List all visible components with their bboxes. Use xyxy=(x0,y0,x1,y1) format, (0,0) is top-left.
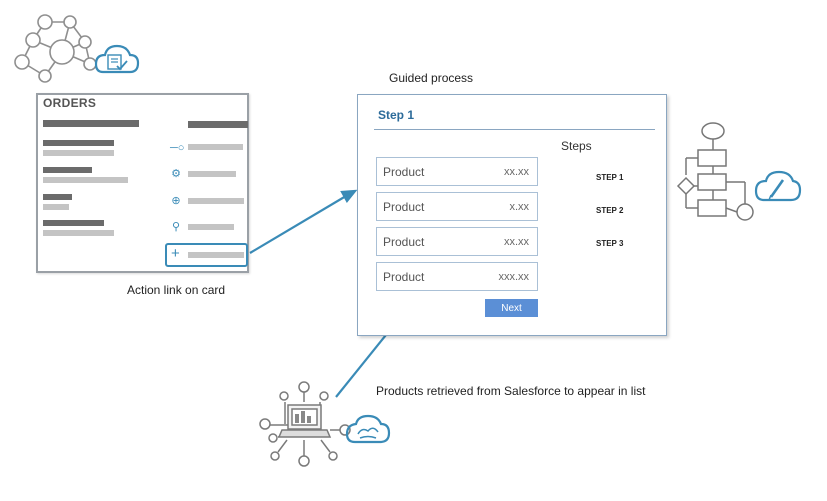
placeholder-bar xyxy=(43,120,139,127)
action-link-bar[interactable] xyxy=(188,252,244,258)
cloud-brain-icon xyxy=(345,414,391,444)
placeholder-bar xyxy=(43,167,92,173)
product-price: xx.xx xyxy=(503,166,529,178)
placeholder-bar xyxy=(43,220,104,226)
action-link-bar[interactable] xyxy=(188,224,234,230)
placeholder-bar xyxy=(188,121,248,128)
step-3-label[interactable]: STEP 3 xyxy=(596,239,624,248)
placeholder-bar xyxy=(43,194,72,200)
product-price: x.xx xyxy=(509,201,529,213)
gear-icon[interactable]: ⚙ xyxy=(171,168,181,180)
flowchart-icon xyxy=(676,122,754,221)
guided-process-title: Guided process xyxy=(389,71,474,85)
key-icon[interactable]: ─○ xyxy=(170,142,185,154)
step-1-label[interactable]: STEP 1 xyxy=(596,173,624,182)
step-2-label[interactable]: STEP 2 xyxy=(596,206,624,215)
step-heading: Step 1 xyxy=(378,108,415,122)
orders-caption: Action link on card xyxy=(127,283,226,297)
steps-label: Steps xyxy=(561,139,592,153)
plus-icon[interactable]: + xyxy=(171,245,180,262)
product-label: Product xyxy=(383,200,425,214)
orders-title: ORDERS xyxy=(43,96,97,110)
placeholder-bar xyxy=(43,140,114,146)
placeholder-bar xyxy=(43,230,114,236)
product-row[interactable]: Product xx.xx xyxy=(376,157,538,186)
cloud-pencil-icon xyxy=(754,170,802,202)
step-heading-divider xyxy=(374,129,655,130)
product-label: Product xyxy=(383,235,425,249)
product-row[interactable]: Product xxx.xx xyxy=(376,262,538,291)
product-label: Product xyxy=(383,270,425,284)
cloud-checklist-icon xyxy=(94,44,140,74)
arrow-card-to-guided-process xyxy=(249,189,358,254)
product-price: xxx.xx xyxy=(498,271,529,283)
placeholder-bar xyxy=(43,177,128,183)
search-icon[interactable]: ⚲ xyxy=(171,221,181,233)
product-price: xx.xx xyxy=(503,236,529,248)
action-link-bar[interactable] xyxy=(188,144,243,150)
placeholder-bar xyxy=(43,150,114,156)
product-label: Product xyxy=(383,165,425,179)
zoom-in-icon[interactable]: ⊕ xyxy=(171,195,181,207)
products-caption: Products retrieved from Salesforce to ap… xyxy=(376,384,646,398)
action-link-bar[interactable] xyxy=(188,171,236,177)
product-row[interactable]: Product x.xx xyxy=(376,192,538,221)
network-cloud-icon xyxy=(14,14,97,83)
computer-network-icon xyxy=(259,381,351,467)
next-button[interactable]: Next xyxy=(485,299,538,317)
product-row[interactable]: Product xx.xx xyxy=(376,227,538,256)
action-link-bar[interactable] xyxy=(188,198,244,204)
placeholder-bar xyxy=(43,204,69,210)
